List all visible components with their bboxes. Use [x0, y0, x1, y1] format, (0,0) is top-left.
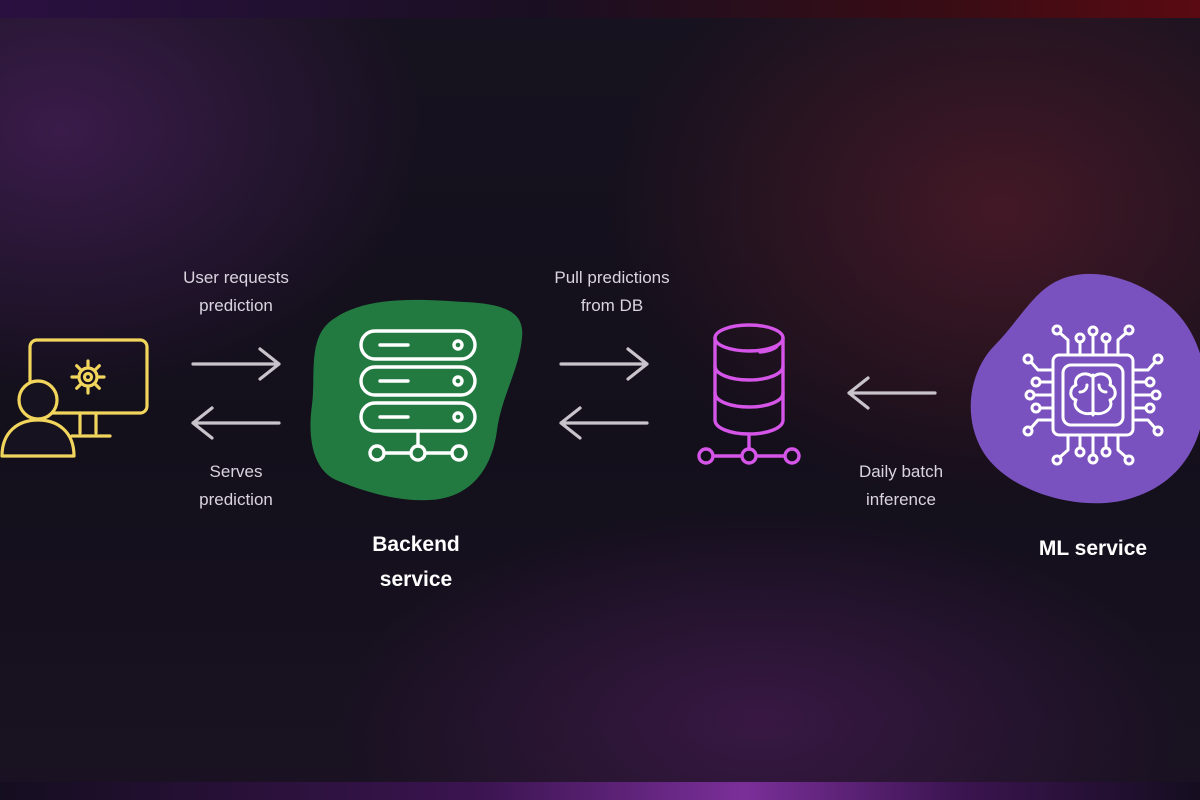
label-line: User requests — [183, 268, 289, 287]
label-line: prediction — [199, 490, 273, 509]
label-serves-prediction: Serves prediction — [136, 458, 336, 514]
title-line: service — [379, 568, 453, 591]
label-line: prediction — [199, 296, 273, 315]
database-icon — [697, 323, 801, 465]
label-line: Pull predictions — [554, 268, 670, 287]
label-pull-predictions-from-db: Pull predictions from DB — [512, 264, 712, 320]
backend-service-title: Backend service — [316, 527, 516, 597]
user-head-icon — [17, 379, 59, 421]
ml-service-title: ML service — [1038, 537, 1148, 560]
top-border-strip — [0, 0, 1200, 18]
label-daily-batch-inference: Daily batch inference — [801, 458, 1001, 514]
arrow-left-backend-to-user — [191, 406, 281, 440]
ai-chip-brain-icon — [1022, 324, 1164, 466]
label-line: Daily batch — [858, 462, 944, 481]
label-line: from DB — [580, 296, 644, 315]
server-rack-icon — [359, 329, 477, 462]
label-user-requests-prediction: User requests prediction — [136, 264, 336, 320]
arrow-left-db-to-backend — [559, 406, 649, 440]
title-line: Backend — [372, 533, 460, 556]
arrow-right-backend-to-db — [559, 347, 649, 381]
arrow-left-ml-to-db — [847, 376, 937, 410]
gear-icon — [77, 366, 99, 388]
bottom-border-strip — [0, 782, 1200, 800]
arrow-right-user-to-backend — [191, 347, 281, 381]
label-line: Serves — [209, 462, 263, 481]
user-computer-icon — [0, 338, 149, 458]
label-line: inference — [866, 490, 936, 509]
